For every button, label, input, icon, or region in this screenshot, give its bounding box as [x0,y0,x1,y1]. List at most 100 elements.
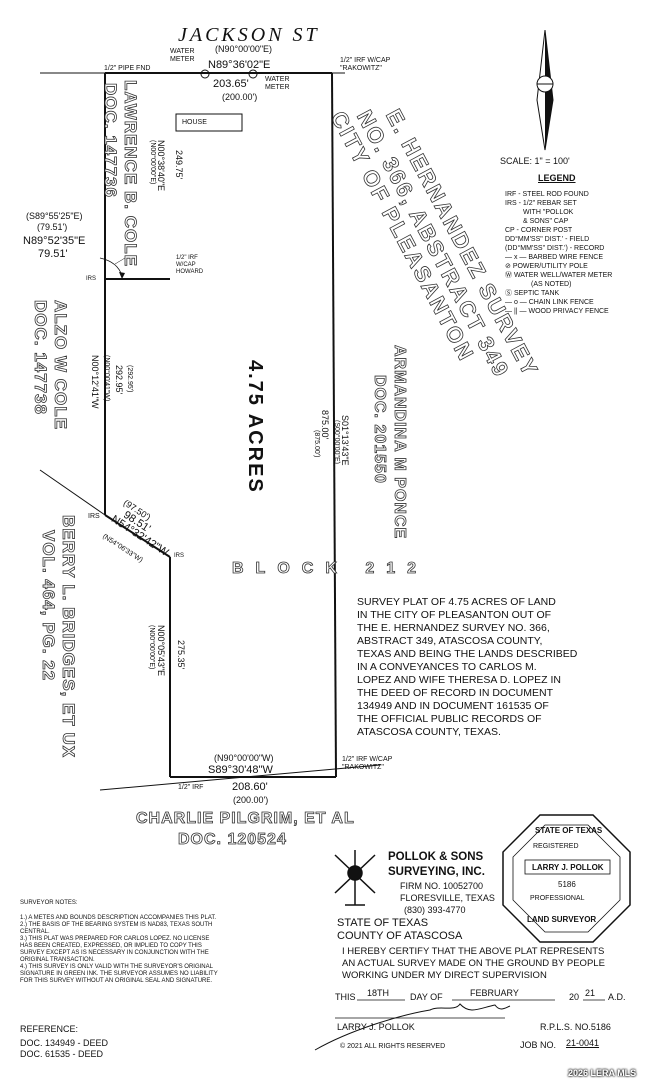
east-distance: 875.00' [320,410,330,440]
note-line: FOR THIS SURVEY WITHOUT AN ORIGINAL SEAL… [20,978,213,984]
seal-number: 5186 [558,880,576,889]
surveyor-notes: 1.) A METES AND BOUNDS DESCRIPTION ACCOM… [20,915,218,985]
irf-cap-se-label: 1/2" IRF W/CAP "RAKOWITZ" [342,756,393,771]
legend-item: (DD°MM'SS" DIST.') - RECORD [505,245,605,252]
west-mid-record-distance: (292.95') [126,365,133,393]
jog-record-distance: (79.51') [37,222,68,232]
west-mid-distance: 292.95' [114,365,124,395]
note-line: SIGNATURE IN GREEN INK. THE SURVEYOR ASS… [20,971,218,977]
legend-item: — x — BARBED WIRE FENCE [505,254,604,261]
legend-item: ⊘ POWER/UTILITY POLE [505,263,588,270]
irf-howard-label: 1/2" IRF W/CAP HOWARD [176,255,204,275]
jog-field-bearing: N89°52'35"E [23,235,86,247]
scale-label: SCALE: 1" = 100' [500,156,570,166]
west-low-distance: 275.35' [176,640,186,670]
pole-icon: ⊘ [505,263,513,270]
note-line: 2.) THE BASIS OF THE BEARING SYSTEM IS N… [20,922,213,928]
description-line: IN THE CITY OF PLEASANTON OUT OF [357,609,552,621]
description-line: THE DEED OF RECORD IN DOCUMENT [357,687,554,699]
west-upper-bearing: N00°38'40"E [156,140,166,192]
legend-item: (AS NOTED) [531,281,572,288]
cert-line3: WORKING UNDER MY DIRECT SUPERVISION [342,970,547,981]
note-line: 4.) THIS SURVEY IS ONLY VALID WITH THE S… [20,964,213,970]
septic-tank-icon: Ⓢ [505,290,514,297]
cert-job-number: 21-0041 [566,1038,600,1048]
house-label: HOUSE [182,119,207,126]
cert-ad: A.D. [608,992,626,1002]
legend-item: — o — CHAIN LINK FENCE [505,299,594,306]
irf-sw-label: 1/2" IRF [178,784,204,791]
note-line: ORIGINAL TRANSACTION. [20,957,95,963]
note-line: CENTRAL. [20,929,50,935]
seal-state: STATE OF TEXAS [535,826,603,835]
legend-item: WITH "POLLOK [523,209,574,216]
company-name-line2: SURVEYING, INC. [388,866,485,878]
water-meter-label-1: WATER METER [170,48,195,63]
description-line: ABSTRACT 349, ATASCOSA COUNTY, [357,635,543,647]
cert-this: THIS [335,992,356,1002]
irs-label-3: IRS [174,553,185,559]
armandina-ponce-name: ARMANDINA M PONCE [391,345,409,540]
cert-line2: AN ACTUAL SURVEY MADE ON THE GROUND BY P… [342,958,605,969]
west-mid-record: (N00°00'41"W) [103,355,110,402]
survey-description: SURVEY PLAT OF 4.75 ACRES OF LAND IN THE… [357,596,577,739]
irs-label-1: IRS [86,276,97,282]
cert-county: COUNTY OF ATASCOSA [337,930,463,942]
description-line: TEXAS AND BEING THE LANDS DESCRIBED [357,648,578,660]
berry-bridges-vol: VOL. 464, PG. 22 [39,530,59,682]
cert-day-of: DAY OF [410,992,443,1002]
surveyor-seal [502,814,631,943]
north-arrow [536,29,554,151]
note-line: HAS BEEN CREATED, EXPRESSED, OR IMPLIED … [20,943,202,949]
seal-name: LARRY J. POLLOK [532,863,604,872]
alzo-cole-name: ALZO W COLE [51,300,71,431]
description-line: ATASCOSA COUNTY, TEXAS. [357,726,501,738]
south-extension-line [99,764,381,791]
cert-year: 21 [585,988,596,998]
cert-rpls: R.P.L.S. NO.5186 [540,1022,611,1032]
west-upper-distance: 249.75' [174,150,184,180]
note-line: 3.) THIS PLAT WAS PREPARED FOR CARLOS LO… [20,936,210,942]
legend-list: IRF - STEEL ROD FOUND IRS - 1/2" REBAR S… [505,190,612,316]
east-boundary [331,72,337,778]
description-line: SURVEY PLAT OF 4.75 ACRES OF LAND [357,596,556,608]
reference-title: REFERENCE: [20,1024,79,1034]
cert-state: STATE OF TEXAS [337,917,429,929]
east-record-distance: (875.00') [313,430,320,458]
cert-job-label: JOB NO. [520,1040,557,1050]
west-mid-bearing: N00°12'41"W [90,355,100,409]
legend-item: IRS - 1/2" REBAR SET [505,200,577,207]
south-record-bearing: (N90°00'00"W) [214,753,274,763]
north-record-bearing: (N90°00'00"E) [215,44,273,54]
company-name-line1: POLLOK & SONS [388,851,484,863]
company-logo-icon [334,850,376,906]
block-label: BLOCK 212 [232,560,429,578]
description-line: LOPEZ AND WIFE THERESA D. LOPEZ IN [357,674,562,686]
irf-cap-ne-label: 1/2" IRF W/CAP "RAKOWITZ" [340,57,391,72]
legend-item: DD°MM'SS" DIST.' - FIELD [505,236,590,243]
description-line: THE OFFICIAL PUBLIC RECORDS OF [357,713,542,725]
pipe-fnd-label: 1/2" PIPE FND [104,65,151,72]
description-line: IN A CONVEYANCES TO CARLOS M. [357,661,537,673]
leader-arrow [99,257,123,277]
description-line: 134949 AND IN DOCUMENT 161535 OF [357,700,549,712]
cert-line1: I HEREBY CERTIFY THAT THE ABOVE PLAT REP… [342,946,605,957]
berry-bridges-name: BERRY L. BRIDGES, ET UX [59,515,79,759]
north-field-bearing: N89°36'02"E [208,59,271,71]
south-distance: 208.60' [232,781,268,793]
water-meter-2 [248,69,258,79]
charlie-pilgrim-name: CHARLIE PILGRIM, ET AL [136,810,355,828]
alzo-cole-doc: DOC. 147738 [31,300,51,416]
company-phone: (830) 393-4770 [404,905,466,915]
jog-record-bearing: (S89°55'25"E) [26,211,83,221]
armandina-ponce-doc: DOC. 201550 [371,375,389,485]
legend-item: Ⓦ WATER WELL/WATER METER [505,272,613,279]
lawrence-cole-doc: DOC. 147736 [101,83,121,199]
irs-label-2: IRS [88,513,100,520]
seal-professional: PROFESSIONAL [530,895,585,902]
company-city: FLORESVILLE, TEXAS [400,893,495,903]
cert-year-prefix: 20 [569,992,580,1002]
street-name: JACKSON ST [178,24,320,46]
notes-title: SURVEYOR NOTES: [20,900,78,906]
